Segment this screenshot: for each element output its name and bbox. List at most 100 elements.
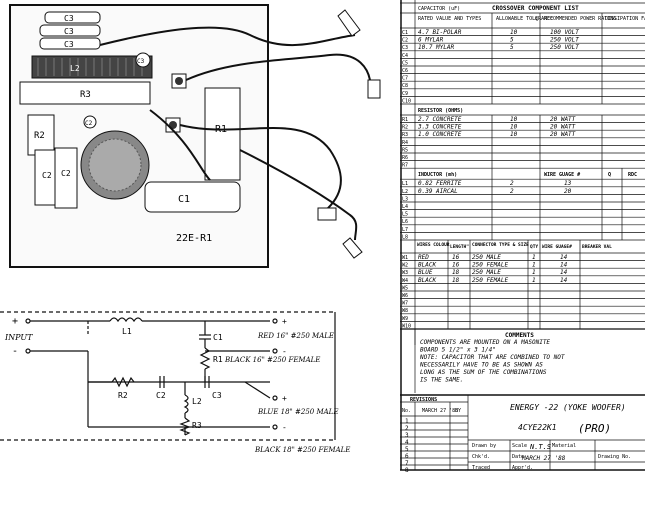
wire-row-connector: 250 FEMALE — [472, 277, 509, 284]
ind-row-tolerance: 2 — [510, 180, 514, 187]
wire-row-length: 16 — [452, 262, 460, 269]
comments-title: COMMENTS — [505, 332, 534, 339]
res-row-id: R4 — [402, 140, 408, 146]
res-row-value: 2.7 CONCRETE — [418, 116, 462, 123]
r3-label: R3 — [80, 90, 91, 100]
ind-row-id: L5 — [402, 212, 408, 218]
rev-by-header: BY — [455, 408, 461, 414]
board-illustration: C3 C3 C3 L2 C3 R3 R2 C2 C2 C2 C1 R1 — [9, 4, 381, 268]
date-label: Date — [512, 454, 524, 460]
wire-row-qty: 1 — [532, 269, 536, 276]
res-row-value: 3.3 CONCRETE — [417, 124, 462, 131]
output-red-label: RED 16" #250 MALE — [257, 332, 334, 340]
rev-date-header: MARCH 27 '88 — [422, 408, 458, 414]
connector-lug-bottom — [342, 237, 363, 259]
crossover-schematic: + - INPUT L1 C1 R1 R2 C2 C3 L2 R3 + - + … — [0, 311, 350, 454]
res-row-tolerance: 10 — [510, 131, 518, 138]
c3-capacitor-stack — [39, 11, 101, 50]
wire-row-id: W6 — [402, 293, 408, 299]
c3-label: C3 — [212, 391, 222, 400]
wire-row-id: W2 — [402, 263, 408, 269]
ind-row-id: L8 — [402, 234, 408, 240]
rev-number: 5 — [405, 446, 409, 453]
c2-small-marker — [83, 115, 97, 129]
r2-resistor — [27, 114, 55, 156]
drawing-no-label: Drawing No. — [598, 454, 631, 460]
wire-row-connector: 250 MALE — [472, 254, 501, 261]
part-number: 4CYE22K1 — [518, 423, 557, 432]
output-black2-label: BLACK 18" #250 FEMALE — [254, 446, 350, 454]
c2-label: C2 — [156, 391, 166, 400]
c3-small-label: C3 — [137, 58, 145, 65]
rev-number: 4 — [405, 439, 409, 446]
input-minus-label: - — [12, 346, 18, 357]
c2-small-label: C2 — [85, 120, 93, 127]
cap-row-id: C7 — [402, 76, 408, 82]
cap-header-dissipation: DISSIPATION FACTOR — [605, 16, 645, 22]
resistor-header: RESISTOR (OHMS) — [418, 108, 463, 114]
wire-row-id: W4 — [402, 278, 408, 284]
comment-line: IS THE SAME. — [420, 377, 463, 384]
cap-row-id: C10 — [402, 98, 411, 104]
c3-label-1: C3 — [64, 14, 74, 23]
l1-label: L1 — [122, 327, 132, 336]
cap-header-rating: RECOMMENDED POWER RATING — [544, 16, 616, 22]
c2-label-b: C2 — [61, 169, 71, 178]
wire-row-gauge: 14 — [560, 277, 568, 284]
res-row-rating: 20 WATT — [550, 116, 576, 123]
capacitor-unit: CAPACITOR (uF) — [418, 6, 460, 12]
ind-row-gauge: 13 — [564, 180, 572, 187]
wire-row-gauge: 14 — [560, 269, 568, 276]
cap-header-value: RATED VALUE AND TYPES — [418, 16, 481, 22]
out2-plus: + — [282, 394, 287, 403]
cap-row-value: 4.7 BI-POLAR — [418, 29, 462, 36]
approved-label: Appr'd. — [512, 465, 533, 471]
cap-row-tolerance: 5 — [510, 37, 514, 44]
board-label: 22E-R1 — [176, 233, 212, 244]
comment-line: COMPONENTS ARE MOUNTED ON A MASONITE — [420, 339, 550, 346]
wire-header-length: LENGTH" — [450, 244, 469, 250]
wire-row-id: W7 — [402, 301, 408, 307]
inductor-rdc-header: RDC — [628, 172, 637, 178]
ind-row-id: L3 — [402, 196, 408, 202]
wire-row-gauge: 14 — [560, 262, 568, 269]
wire-row-qty: 1 — [532, 277, 536, 284]
connector-plug-right — [367, 79, 381, 99]
r3-resistor — [19, 81, 151, 105]
drawn-by-label: Drawn by — [472, 443, 496, 449]
c1-label: C1 — [178, 194, 190, 205]
c3-small-marker — [135, 52, 151, 68]
cap-row-id: C3 — [402, 45, 408, 51]
c1-label: C1 — [213, 333, 223, 342]
wire-row-qty: 1 — [532, 254, 536, 261]
material-label: Material — [552, 443, 576, 449]
res-row-tolerance: 10 — [510, 124, 518, 131]
res-row-rating: 20 WATT — [550, 124, 576, 131]
connector-lug-top — [337, 9, 361, 37]
r1-resistor — [204, 87, 241, 181]
ind-row-tolerance: 2 — [510, 188, 514, 195]
checked-label: Chk'd. — [472, 454, 490, 460]
c1-capacitor — [144, 181, 241, 213]
rev-number: 6 — [405, 453, 409, 460]
r2-label: R2 — [118, 391, 128, 400]
connector-plug-bottom — [317, 207, 337, 221]
c2-capacitor-b — [54, 147, 78, 209]
res-row-id: R1 — [402, 117, 408, 123]
input-label: INPUT — [4, 333, 33, 342]
cap-row-rating: 100 VOLT — [550, 29, 579, 36]
cap-row-value: 10.7 MYLAR — [418, 44, 455, 51]
list-title: CROSSOVER COMPONENT LIST — [492, 5, 579, 12]
cap-row-rating: 250 VOLT — [550, 44, 579, 51]
out1-minus: - — [282, 347, 287, 356]
cap-row-rating: 250 VOLT — [550, 37, 579, 44]
res-row-id: R7 — [402, 163, 408, 169]
ind-row-id: L1 — [402, 181, 408, 187]
c3-label-2: C3 — [64, 27, 74, 36]
res-row-id: R5 — [402, 147, 408, 153]
comment-line: BOARD 5 1/2" x 3 1/4" — [420, 347, 496, 354]
wire-row-id: W8 — [402, 308, 408, 314]
output-black1-label: BLACK 16" #250 FEMALE — [224, 356, 320, 364]
wire-header-colour: WIRES COLOUR — [417, 242, 450, 248]
res-row-value: 1.0 CONCRETE — [418, 131, 462, 138]
